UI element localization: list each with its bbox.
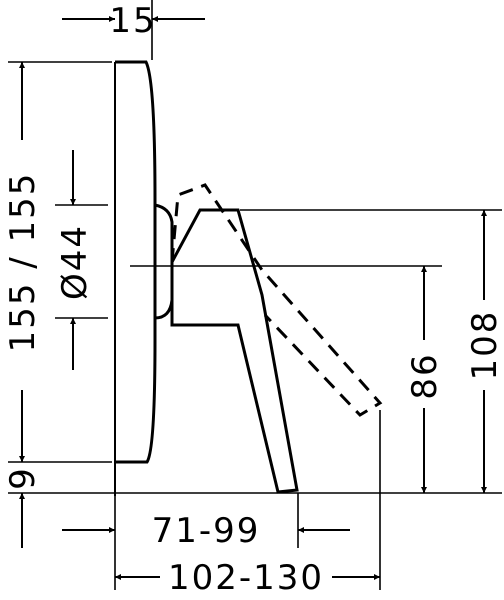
extension-lines	[8, 0, 502, 590]
escutcheon-plate	[115, 60, 157, 464]
dimension-lines	[19, 16, 487, 580]
lever-dashed	[170, 183, 383, 417]
label-108: 108	[465, 310, 504, 381]
dimension-labels: 15 155 / 155 Ø44 9 86 108 71-99 102-130	[3, 1, 504, 598]
label-diameter-44: Ø44	[55, 224, 95, 300]
label-155-155: 155 / 155	[3, 172, 43, 353]
valve-body	[154, 203, 174, 320]
lever-solid	[170, 208, 299, 494]
mixer-outline	[114, 60, 383, 496]
label-71-99: 71-99	[152, 511, 261, 551]
label-15: 15	[109, 1, 156, 41]
label-102-130: 102-130	[168, 558, 324, 598]
label-9: 9	[3, 466, 43, 490]
label-86: 86	[405, 352, 445, 399]
